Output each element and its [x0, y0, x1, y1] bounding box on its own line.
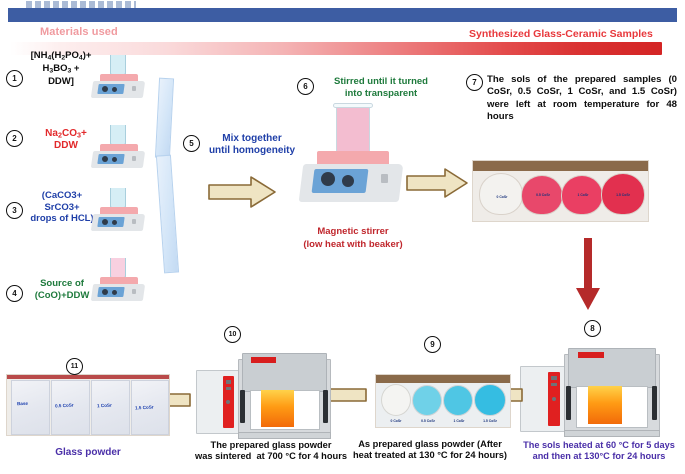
dishes-photo: 0 CoSr 0.5 CoSr 1 CoSr 1.5 CoSr — [375, 374, 511, 428]
dish-label-2: 1 CoSr — [453, 419, 465, 423]
step-number-7: 7 — [466, 74, 483, 91]
step-number-9: 9 — [424, 336, 441, 353]
step-number-1: 1 — [6, 70, 23, 87]
synthesized-samples-heading: Synthesized Glass-Ceramic Samples — [469, 28, 653, 40]
step-number-4: 4 — [6, 285, 23, 302]
hotplate-stirrer-icon-4 — [88, 258, 150, 304]
step-number-11: 11 — [66, 358, 83, 375]
beaker-label-1: 0.5 CoSr — [536, 193, 550, 197]
furnace-icon-10 — [196, 348, 336, 440]
bags-photo: Base 0.5 CoSr 1 CoSr 1.5 CoSr — [6, 374, 170, 436]
hotplate-stirrer-icon-3 — [88, 188, 150, 234]
arrow-right-step5-to-6 — [208, 176, 276, 208]
step-number-3: 3 — [6, 202, 23, 219]
step-number-2: 2 — [6, 130, 23, 147]
cropped-header-text — [26, 1, 136, 8]
step-7-label: The sols of the prepared samples (0 CoSr… — [487, 74, 677, 123]
arrow-right-step6-to-7 — [406, 168, 468, 198]
magnetic-stirrer-caption: Magnetic stirrer — [317, 226, 389, 237]
materials-used-heading: Materials used — [40, 26, 118, 38]
bag-label-1: 0.5 CoSr — [54, 402, 74, 409]
step-number-6: 6 — [297, 78, 314, 95]
step-number-5: 5 — [183, 135, 200, 152]
bag-label-2: 1 CoSr — [96, 402, 112, 409]
magnetic-stirrer-icon — [297, 103, 409, 225]
gradient-bar — [10, 42, 662, 55]
step-11-label: Glass powder — [55, 447, 121, 458]
step-number-10: 10 — [224, 326, 241, 343]
beakers-photo: 0 CoSr 0.5 CoSr 1 CoSr 1.5 CoSr — [472, 160, 649, 222]
beaker-label-3: 1.5 CoSr — [616, 193, 630, 197]
dish-label-3: 1.5 CoSr — [483, 419, 497, 423]
dish-label-1: 0.5 CoSr — [421, 419, 435, 423]
dish-label-0: 0 CoSr — [390, 419, 402, 423]
step-number-8: 8 — [584, 320, 601, 337]
beaker-label-0: 0 CoSr — [496, 195, 508, 199]
hotplate-stirrer-icon-1 — [88, 55, 150, 101]
step-3-label: (CaCO3+SrCO3+drops of HCL) — [30, 190, 94, 225]
magnetic-stirrer-caption-sub: (low heat with beaker) — [303, 239, 403, 250]
bag-label-0: Base — [16, 400, 29, 407]
furnace-icon-8 — [520, 342, 665, 438]
step-1-label: [NH4(H2PO4)+H3BO3 +DDW] — [30, 50, 92, 87]
funnel-shape-upper — [154, 77, 175, 159]
step-4-label: Source of(CoO)+DDW — [34, 278, 90, 301]
beaker-label-2: 1 CoSr — [577, 193, 589, 197]
arrow-down-step7-to-8 — [576, 238, 600, 310]
top-blue-bar — [8, 8, 677, 22]
step-2-label: Na2CO3+DDW — [45, 128, 87, 152]
bag-label-3: 1.5 CoSr — [134, 404, 154, 411]
hotplate-stirrer-icon-2 — [88, 125, 150, 171]
funnel-shape-lower — [155, 154, 180, 274]
